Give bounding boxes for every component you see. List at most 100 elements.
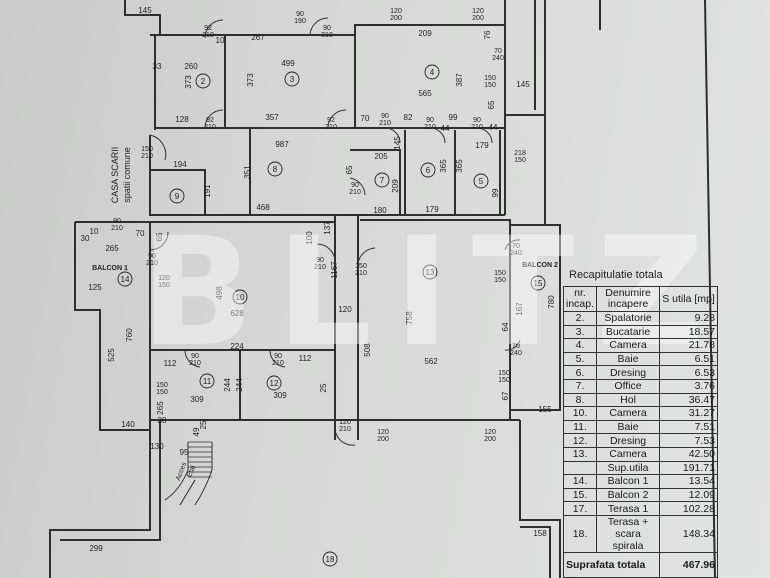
opening-height: 200 [472, 15, 484, 22]
opening-height: 210 [349, 189, 361, 196]
dimension-label: 309 [273, 391, 287, 400]
room-area: 13.54 [659, 474, 718, 489]
wall [149, 135, 505, 216]
room-nr: 18. [562, 514, 598, 553]
stair-arrow [179, 479, 196, 506]
dimension-label: 209 [391, 179, 400, 193]
room-number: 2 [201, 77, 206, 86]
dimension-label: 525 [107, 348, 116, 362]
opening-width: 70 [512, 243, 520, 250]
opening-width: 120 [484, 429, 496, 436]
wall [124, 0, 161, 35]
opening-width: 90 [473, 117, 481, 124]
room-name: Bucatarie [596, 324, 661, 340]
room-name: Hol [596, 392, 661, 408]
room-number: 18 [326, 555, 335, 564]
dimension-label: 33 [153, 62, 162, 71]
dimension-label: 179 [425, 205, 439, 214]
room-name: Office [596, 378, 661, 394]
opening-width: 92 [327, 117, 335, 124]
room-number: 12 [270, 379, 279, 388]
dimension-label: 128 [175, 115, 189, 124]
dimension-label: 365 [455, 159, 464, 173]
header-area: S utila [mp] [659, 286, 718, 312]
opening-height: 150 [158, 282, 170, 289]
opening-height: 210 [379, 120, 391, 127]
dimension-label: 76 [483, 30, 492, 39]
opening-width: 150 [484, 75, 496, 82]
dimension-label: 137 [323, 221, 332, 235]
dimension-label: 120 [338, 305, 352, 314]
dimension-label: 299 [89, 544, 103, 553]
header-nr: nr. incap. [562, 286, 598, 312]
room-number: 9 [175, 192, 180, 201]
opening-width: 150 [498, 370, 510, 377]
room-area: 102.28 [659, 501, 718, 516]
room-nr: 15. [562, 487, 598, 503]
dimension-label: 145 [138, 6, 152, 15]
room-name: Terasa 1 [596, 501, 661, 516]
dimension-label: 99 [491, 188, 500, 197]
room-name: Dresing [596, 365, 661, 380]
room-area: 42.50 [659, 446, 718, 462]
room-number-marker [424, 64, 440, 80]
opening-height: 150 [484, 82, 496, 89]
dimension-label: 158 [533, 529, 547, 538]
opening-width: 70 [512, 343, 520, 350]
room-nr: 14. [562, 474, 598, 489]
room-number: 13 [426, 268, 435, 277]
wall [360, 219, 511, 421]
room-name: Sup.utila [596, 460, 661, 476]
opening-width: 90 [296, 11, 304, 18]
room-number: 4 [430, 68, 435, 77]
wall [504, 0, 546, 116]
wall [520, 526, 551, 578]
dimension-label: 205 [374, 152, 388, 161]
opening-width: 120 [377, 429, 389, 436]
opening-height: 210 [272, 360, 284, 367]
room-area: 7.53 [659, 433, 718, 448]
opening-height: 190 [294, 18, 306, 25]
dimension-label: 508 [363, 343, 372, 357]
room-number-marker [420, 162, 436, 178]
dimension-label: 65 [155, 232, 164, 241]
door-swing [349, 177, 366, 196]
opening-width: 90 [274, 353, 282, 360]
stair-outline [164, 442, 213, 506]
dimension-label: 100 [305, 231, 314, 245]
dimension-label: 95 [180, 448, 189, 457]
door-swing [309, 17, 329, 37]
dimension-label: 309 [190, 395, 204, 404]
dimension-label: 112 [164, 359, 177, 368]
total-value: 467.96 [659, 551, 718, 578]
opening-width: 90 [316, 257, 324, 264]
wall [150, 169, 206, 215]
room-number-marker [232, 289, 248, 305]
opening-width: 90 [113, 218, 121, 225]
dimension-label: 112 [299, 354, 312, 363]
stair-access-label: Etaj [186, 464, 197, 478]
door-swing [357, 247, 376, 266]
room-name: Baie [596, 351, 661, 367]
dimension-label: 70 [136, 229, 145, 238]
door-swing [504, 239, 521, 251]
room-name: Balcon 2 [596, 487, 661, 503]
door-swing [204, 19, 224, 39]
dimension-label: 82 [404, 113, 413, 122]
dimension-label: 373 [246, 73, 255, 87]
opening-width: 90 [351, 182, 359, 189]
opening-width: 120 [158, 275, 170, 282]
opening-height: 150 [498, 377, 510, 384]
dimension-label: 987 [275, 140, 289, 149]
dimension-label: 194 [173, 160, 187, 169]
room-area: 191.71 [659, 460, 718, 476]
